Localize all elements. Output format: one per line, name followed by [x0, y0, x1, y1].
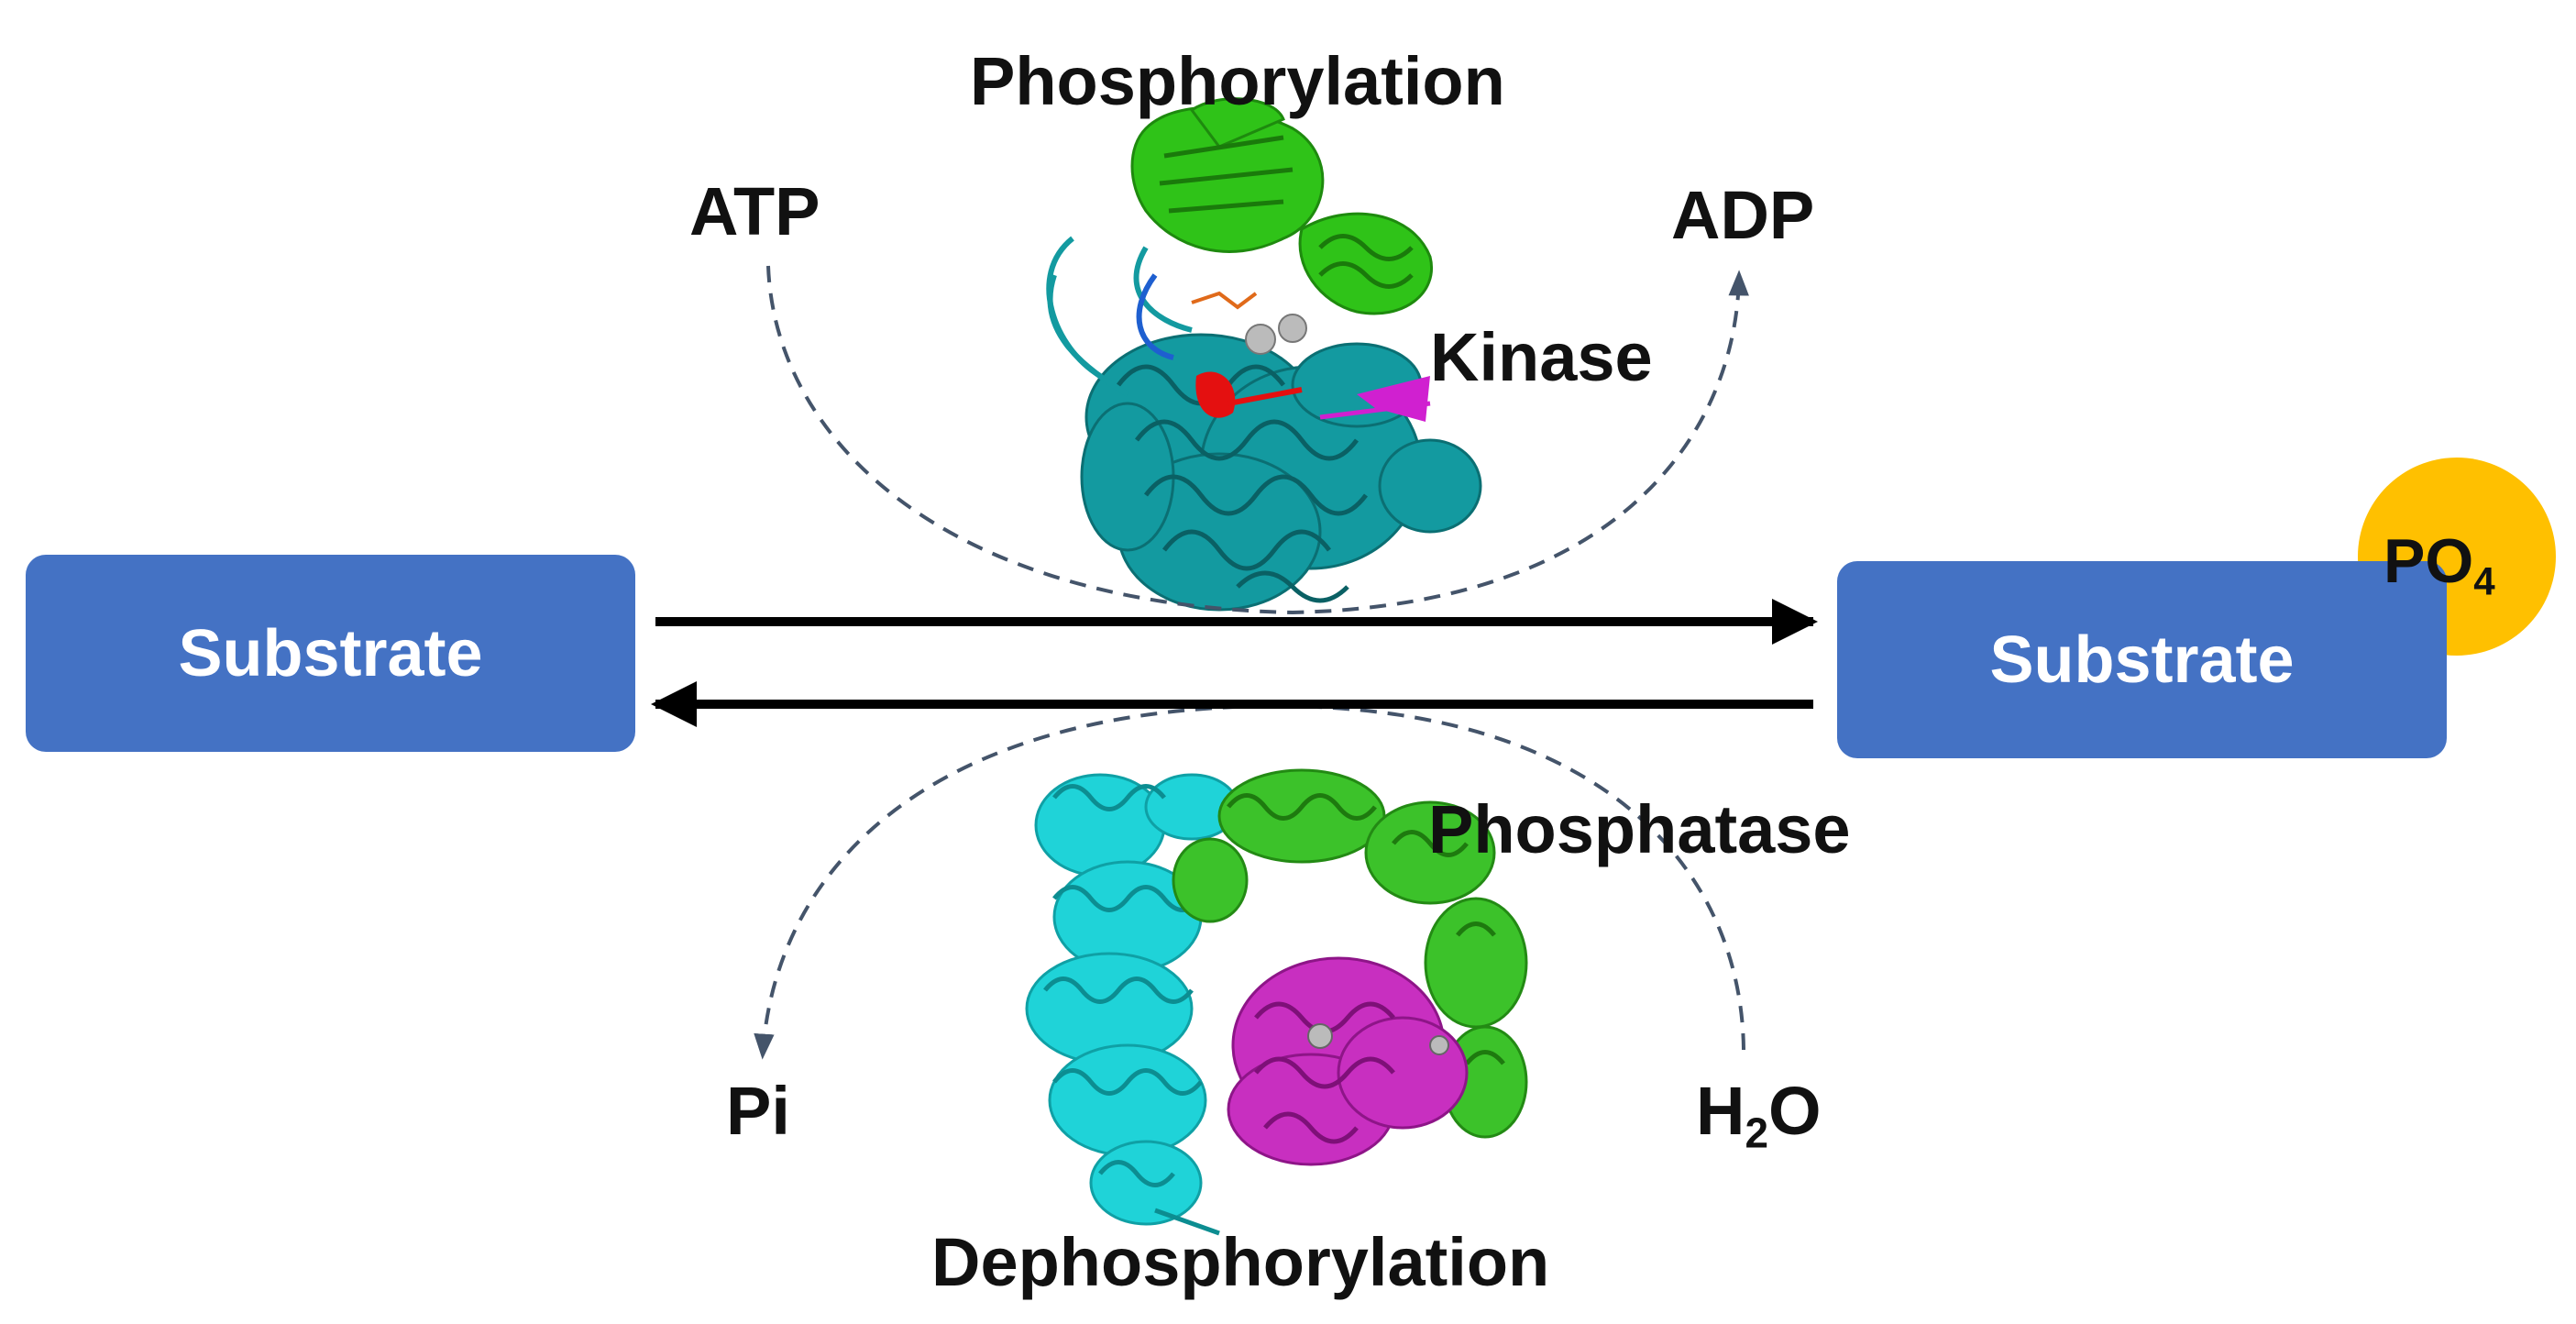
phosphorylation-label: Phosphorylation — [970, 43, 1505, 119]
phosphate-main: PO — [2383, 526, 2474, 596]
kinase-label: Kinase — [1430, 319, 1653, 395]
atp-to-adp-dashed-arc — [766, 265, 1749, 615]
h2o-subscript: 2 — [1745, 1109, 1768, 1157]
h2o-o: O — [1767, 1073, 1822, 1149]
h2o-label: H2O — [1696, 1077, 1822, 1155]
atp-label: ATP — [689, 173, 820, 249]
substrate-box-left: Substrate — [26, 555, 635, 752]
substrate-right-label: Substrate — [1989, 623, 2295, 697]
pi-label: Pi — [726, 1073, 790, 1149]
h2o-to-pi-dashed-arc — [754, 703, 1745, 1060]
dephosphorylation-label: Dephosphorylation — [931, 1224, 1550, 1300]
substrate-left-label: Substrate — [178, 616, 483, 690]
phosphatase-label: Phosphatase — [1428, 791, 1851, 867]
phosphate-label: PO4 — [2383, 530, 2495, 601]
adp-label: ADP — [1671, 177, 1815, 253]
substrate-box-right: Substrate — [1837, 561, 2447, 758]
phosphatase-protein-structure-icon — [1025, 768, 1528, 1236]
kinase-protein-structure-icon — [1046, 97, 1482, 612]
phosphate-subscript: 4 — [2473, 559, 2495, 603]
h2o-h: H — [1696, 1073, 1745, 1149]
